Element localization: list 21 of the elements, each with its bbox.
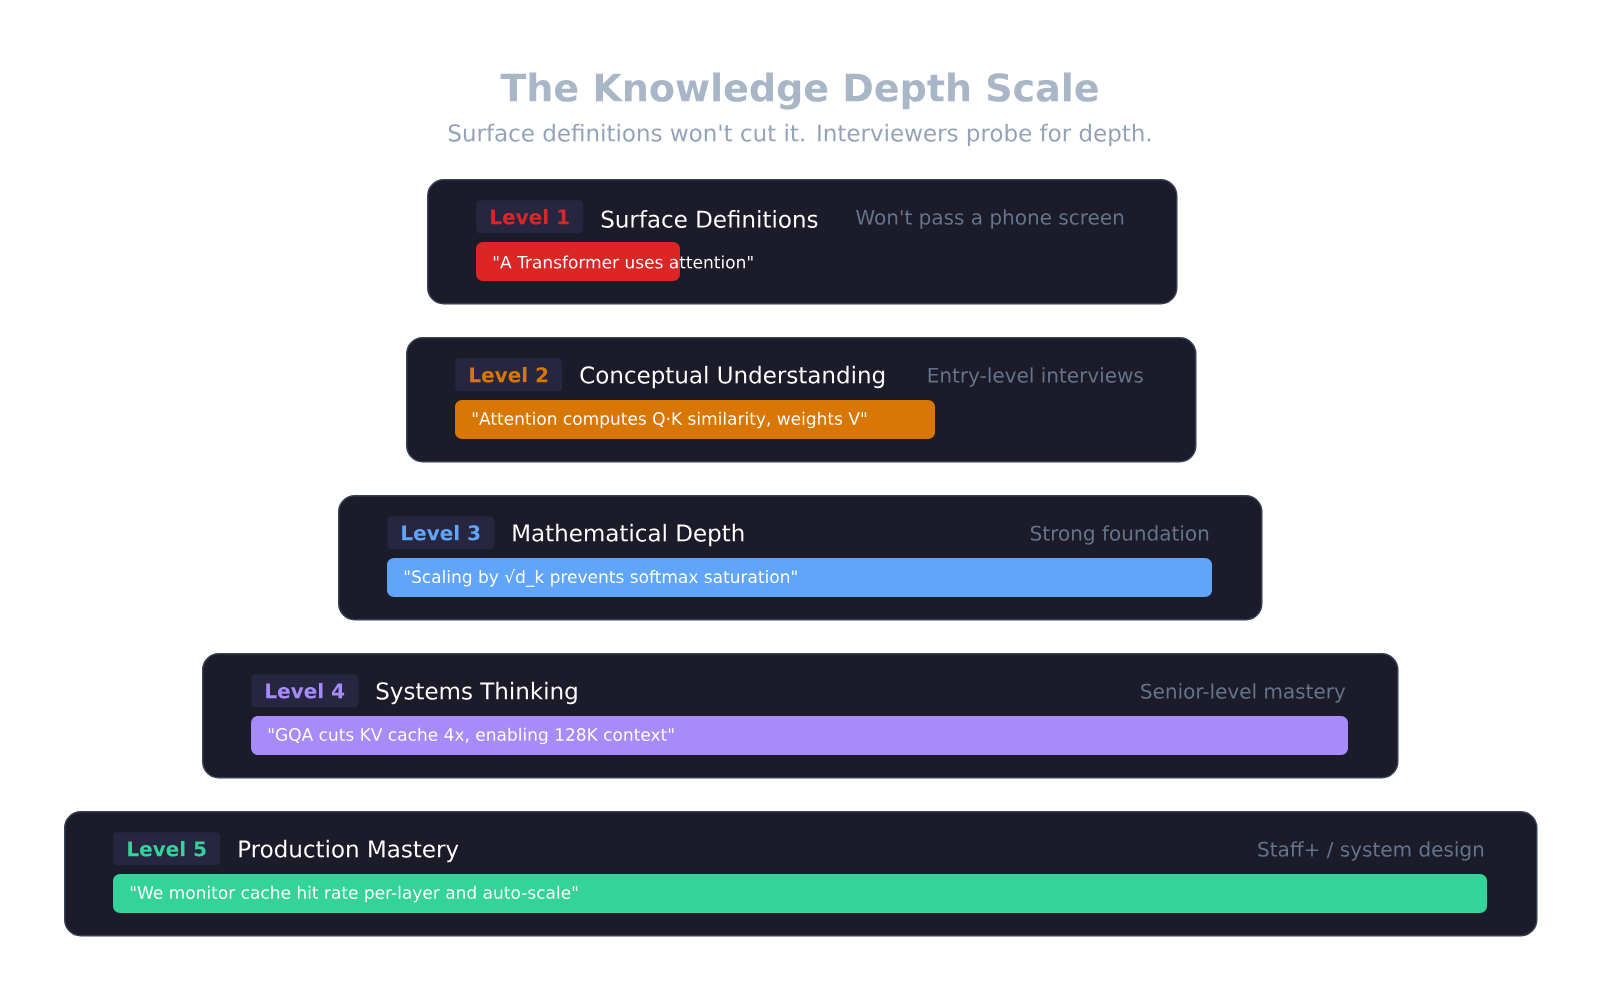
level-badge: Level 3 — [387, 516, 495, 550]
card-heading: Mathematical Depth — [513, 523, 744, 547]
title: The Knowledge Depth Scale — [500, 72, 1098, 110]
level-badge: Level 5 — [113, 832, 221, 866]
level-note: Strong foundation — [1030, 525, 1209, 545]
level-note: Senior-level mastery — [1141, 683, 1346, 703]
level-note: Won't pass a phone screen — [856, 209, 1124, 229]
level-badge: Level 1 — [476, 200, 584, 234]
card-heading: Production Mastery — [239, 839, 459, 863]
quote-bar: "We monitor cache hit rate per-layer and auto-scale" — [113, 874, 1487, 913]
level-note: Staff+ / system design — [1258, 841, 1484, 861]
card-heading: Conceptual Understanding — [580, 365, 885, 389]
quote-bar: "GQA cuts KV cache 4x, enabling 128K context" — [251, 716, 1348, 755]
quote-bar: "Scaling by √d_k prevents softmax saturation" — [387, 558, 1212, 597]
quote-bar: "Attention computes Q·K similarity, weights V" — [455, 400, 935, 439]
card-heading: Surface Definitions — [601, 210, 818, 228]
level-badge: Level 2 — [455, 358, 563, 392]
level-badge: Level 4 — [251, 674, 359, 708]
card-heading: Systems Thinking — [376, 681, 577, 705]
level-note: Entry-level interviews — [928, 367, 1143, 387]
subtitle: Surface definitions won't cut it. Interviewers probe for depth. — [448, 123, 1151, 147]
